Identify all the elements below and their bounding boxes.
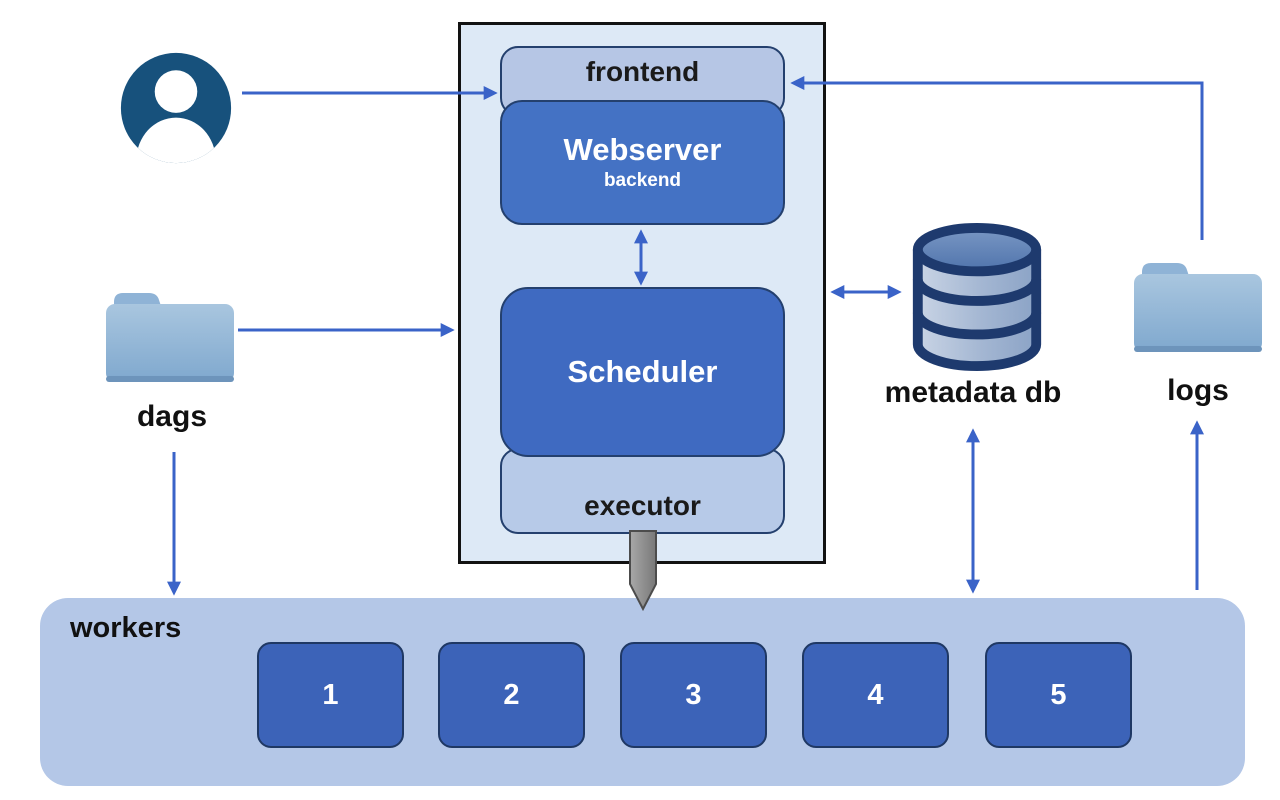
database-icon	[912, 223, 1042, 371]
user-icon	[120, 52, 232, 164]
scheduler-label: Scheduler	[567, 354, 718, 389]
worker-4-label: 4	[867, 678, 884, 711]
logs-folder-icon	[1134, 263, 1262, 352]
worker-3-label: 3	[685, 678, 702, 711]
worker-box-2: 2	[438, 642, 585, 748]
dags-label: dags	[136, 400, 208, 433]
worker-2-label: 2	[503, 678, 520, 711]
metadata-db-label: metadata db	[884, 376, 1062, 409]
dags-folder-icon	[106, 293, 234, 382]
webserver-box: Webserver backend	[500, 100, 785, 225]
logs-label: logs	[1167, 374, 1229, 407]
worker-box-1: 1	[257, 642, 404, 748]
executor-box: executor	[500, 448, 785, 534]
worker-box-5: 5	[985, 642, 1132, 748]
worker-1-label: 1	[322, 678, 339, 711]
arrow-logs-to-frontend	[790, 76, 1204, 240]
webserver-sublabel: backend	[603, 169, 682, 191]
scheduler-box: Scheduler	[500, 287, 785, 457]
worker-box-3: 3	[620, 642, 767, 748]
workers-label: workers	[70, 612, 182, 644]
worker-box-4: 4	[802, 642, 949, 748]
frontend-label: frontend	[585, 56, 700, 87]
worker-5-label: 5	[1050, 678, 1067, 711]
webserver-label: Webserver	[563, 132, 722, 168]
executor-label: executor	[584, 490, 701, 521]
